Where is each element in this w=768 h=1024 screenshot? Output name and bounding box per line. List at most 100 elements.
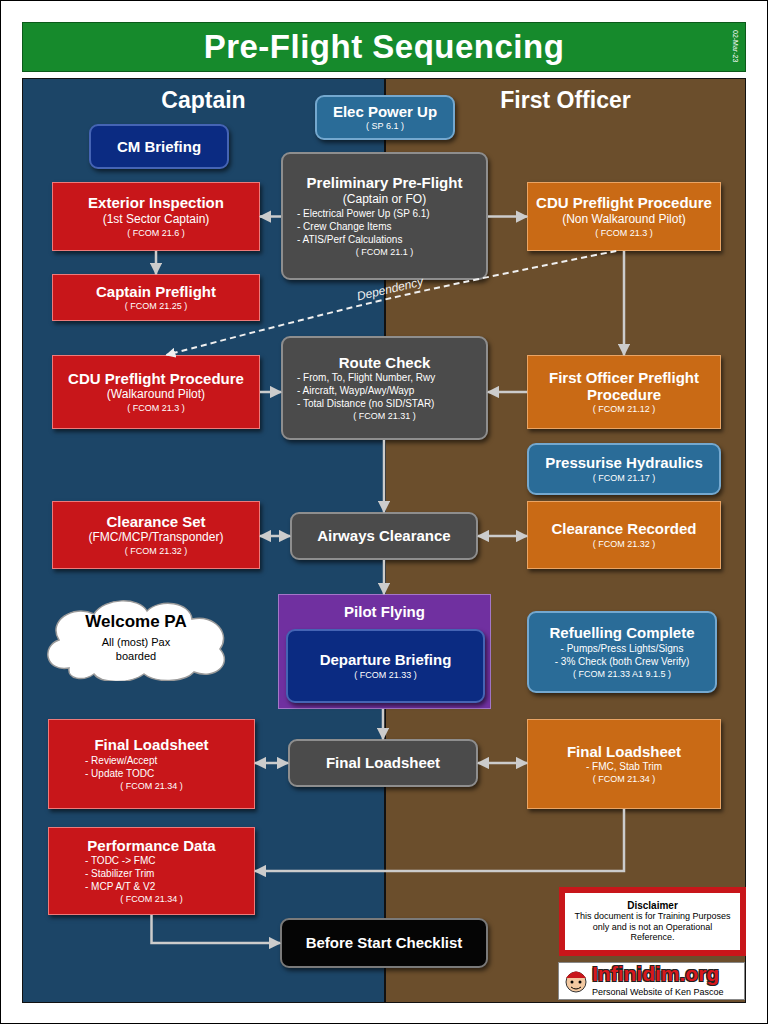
box-heading: Refuelling Complete — [546, 624, 697, 641]
flow-arrow — [488, 391, 527, 394]
box-heading: First Officer Preflight Procedure — [528, 369, 720, 404]
bullet-item: - From, To, Flight Number, Rwy — [283, 371, 486, 384]
box-subtitle: (1st Sector Captain) — [103, 212, 210, 227]
disclaimer-heading: Disclaimer — [627, 900, 678, 911]
cloud-outline — [48, 601, 225, 681]
flow-arrow — [152, 915, 281, 943]
captain-task-box: Captain Preflight( FCOM 21.25 ) — [52, 274, 260, 321]
title-bar: Pre-Flight Sequencing — [22, 22, 746, 72]
shared-step-box: Preliminary Pre-Flight(Captain or FO)- E… — [281, 152, 488, 280]
box-heading: Pressurise Hydraulics — [542, 454, 706, 471]
box-heading: Final Loadsheet — [564, 743, 684, 760]
shared-step-box: Final Loadsheet — [288, 739, 478, 787]
box-heading: Departure Briefing — [317, 651, 455, 668]
disclaimer-body: This document is for Training Purposes o… — [565, 911, 740, 943]
disclaimer-box: DisclaimerThis document is for Training … — [559, 887, 746, 956]
box-subtitle: (Captain or FO) — [343, 192, 426, 207]
reference-text: ( FCOM 21.32 ) — [593, 538, 656, 550]
captain-task-box: Performance Data- TODC -> FMC- Stabilize… — [48, 827, 255, 915]
reference-text: ( FCOM 21.25 ) — [125, 300, 188, 312]
reference-text: ( FCOM 21.33 A1 9.1.5 ) — [573, 668, 671, 680]
bullet-item: - Pumps/Press Lights/Signs — [529, 642, 715, 655]
shared-step-box: Airways Clearance — [290, 512, 478, 560]
bullet-item: - Total Distance (no SID/STAR) — [283, 397, 486, 410]
reference-text: ( FCOM 21.1 ) — [356, 246, 414, 258]
box-heading: Before Start Checklist — [303, 934, 466, 951]
briefing-box: Departure Briefing( FCOM 21.33 ) — [286, 629, 485, 703]
first-officer-task-box: First Officer Preflight Procedure( FCOM … — [527, 355, 721, 429]
flow-arrow — [260, 215, 281, 218]
bullet-item: - MCP A/T & V2 — [49, 880, 254, 893]
box-heading: Airways Clearance — [314, 527, 453, 544]
captain-task-box: CDU Preflight Procedure(Walkaround Pilot… — [52, 355, 260, 429]
column-heading: First Officer — [500, 87, 630, 114]
checklist-box: Before Start Checklist — [280, 918, 488, 968]
box-heading: CDU Preflight Procedure — [533, 194, 715, 211]
bullet-item: - Review/Accept — [49, 754, 254, 767]
flow-arrow — [255, 762, 288, 765]
dependency-connector — [166, 251, 616, 355]
reference-text: ( SP 6.1 ) — [366, 120, 404, 132]
shared-step-box: Route Check- From, To, Flight Number, Rw… — [281, 336, 488, 440]
box-heading: Captain Preflight — [93, 283, 219, 300]
reference-text: ( FCOM 21.34 ) — [593, 773, 656, 785]
bullet-item: - Electrical Power Up (SP 6.1) — [283, 207, 486, 220]
captain-task-box: Clearance Set(FMC/MCP/Transponder)( FCOM… — [52, 501, 260, 569]
box-heading: Clearance Recorded — [548, 520, 699, 537]
first-officer-task-box: CDU Preflight Procedure(Non Walkaround P… — [527, 182, 721, 251]
box-heading: Performance Data — [84, 837, 218, 854]
reference-text: ( FCOM 21.32 ) — [125, 545, 188, 557]
flow-arrow — [478, 762, 527, 765]
reference-text: ( FCOM 21.31 ) — [353, 410, 416, 422]
first-officer-task-box: Final Loadsheet- FMC, Stab Trim( FCOM 21… — [527, 719, 721, 809]
column-heading: Captain — [161, 87, 245, 114]
reference-text: ( FCOM 21.6 ) — [127, 227, 185, 239]
flow-arrow — [383, 440, 386, 512]
box-subtitle: (Walkaround Pilot) — [107, 387, 205, 402]
box-heading: Exterior Inspection — [85, 194, 227, 211]
reference-text: ( FCOM 21.3 ) — [595, 227, 653, 239]
callout-cloud: Welcome PA All (most) Pax boarded — [39, 594, 233, 681]
bullet-item: - 3% Check (both Crew Verify) — [529, 655, 715, 668]
reference-text: ( FCOM 21.3 ) — [127, 402, 185, 414]
system-step-box: Refuelling Complete- Pumps/Press Lights/… — [527, 611, 717, 693]
box-heading: CM Briefing — [114, 138, 204, 155]
date-stamp: 02-Mar-23 — [732, 30, 739, 62]
box-heading: Pilot Flying — [341, 603, 428, 620]
box-subtitle: (FMC/MCP/Transponder) — [89, 530, 224, 545]
flow-arrow — [255, 809, 624, 871]
flow-arrow — [382, 709, 385, 739]
reference-text: ( FCOM 21.34 ) — [120, 780, 183, 792]
captain-task-box: Final Loadsheet- Review/Accept- Update T… — [48, 719, 255, 809]
box-heading: CDU Preflight Procedure — [65, 370, 247, 387]
reference-text: ( FCOM 21.33 ) — [354, 669, 417, 681]
bullet-item: - TODC -> FMC — [49, 854, 254, 867]
flow-arrow — [155, 251, 158, 274]
box-heading: Final Loadsheet — [91, 736, 211, 753]
bullet-item: - Aircraft, Wayp/Awy/Wayp — [283, 384, 486, 397]
bullet-item: - ATIS/Perf Calculations — [283, 233, 486, 246]
cloud-note: All (most) Pax boarded — [94, 635, 178, 664]
logo-text: Infinidim.org — [592, 962, 719, 986]
cloud-heading: Welcome PA — [85, 612, 186, 632]
flow-arrow — [623, 251, 626, 355]
bullet-item: - FMC, Stab Trim — [528, 760, 720, 773]
logo-face — [561, 963, 591, 999]
first-officer-task-box: Clearance Recorded( FCOM 21.32 ) — [527, 501, 721, 569]
box-heading: Route Check — [336, 354, 434, 371]
flow-arrow — [260, 391, 281, 394]
bullet-item: - Crew Change Items — [283, 220, 486, 233]
box-heading: Clearance Set — [103, 513, 208, 530]
diagram-title: Pre-Flight Sequencing — [204, 28, 565, 66]
captain-task-box: Exterior Inspection(1st Sector Captain)(… — [52, 182, 260, 251]
box-heading: Final Loadsheet — [323, 754, 443, 771]
flow-arrow — [383, 560, 386, 594]
pilot-flying-group: Pilot FlyingDeparture Briefing( FCOM 21.… — [278, 594, 491, 709]
bullet-item: - Stabilizer Trim — [49, 867, 254, 880]
briefing-box: CM Briefing — [89, 124, 229, 169]
logo-subtitle: Personal Website of Ken Pascoe — [592, 987, 723, 997]
flow-arrow — [260, 535, 290, 538]
